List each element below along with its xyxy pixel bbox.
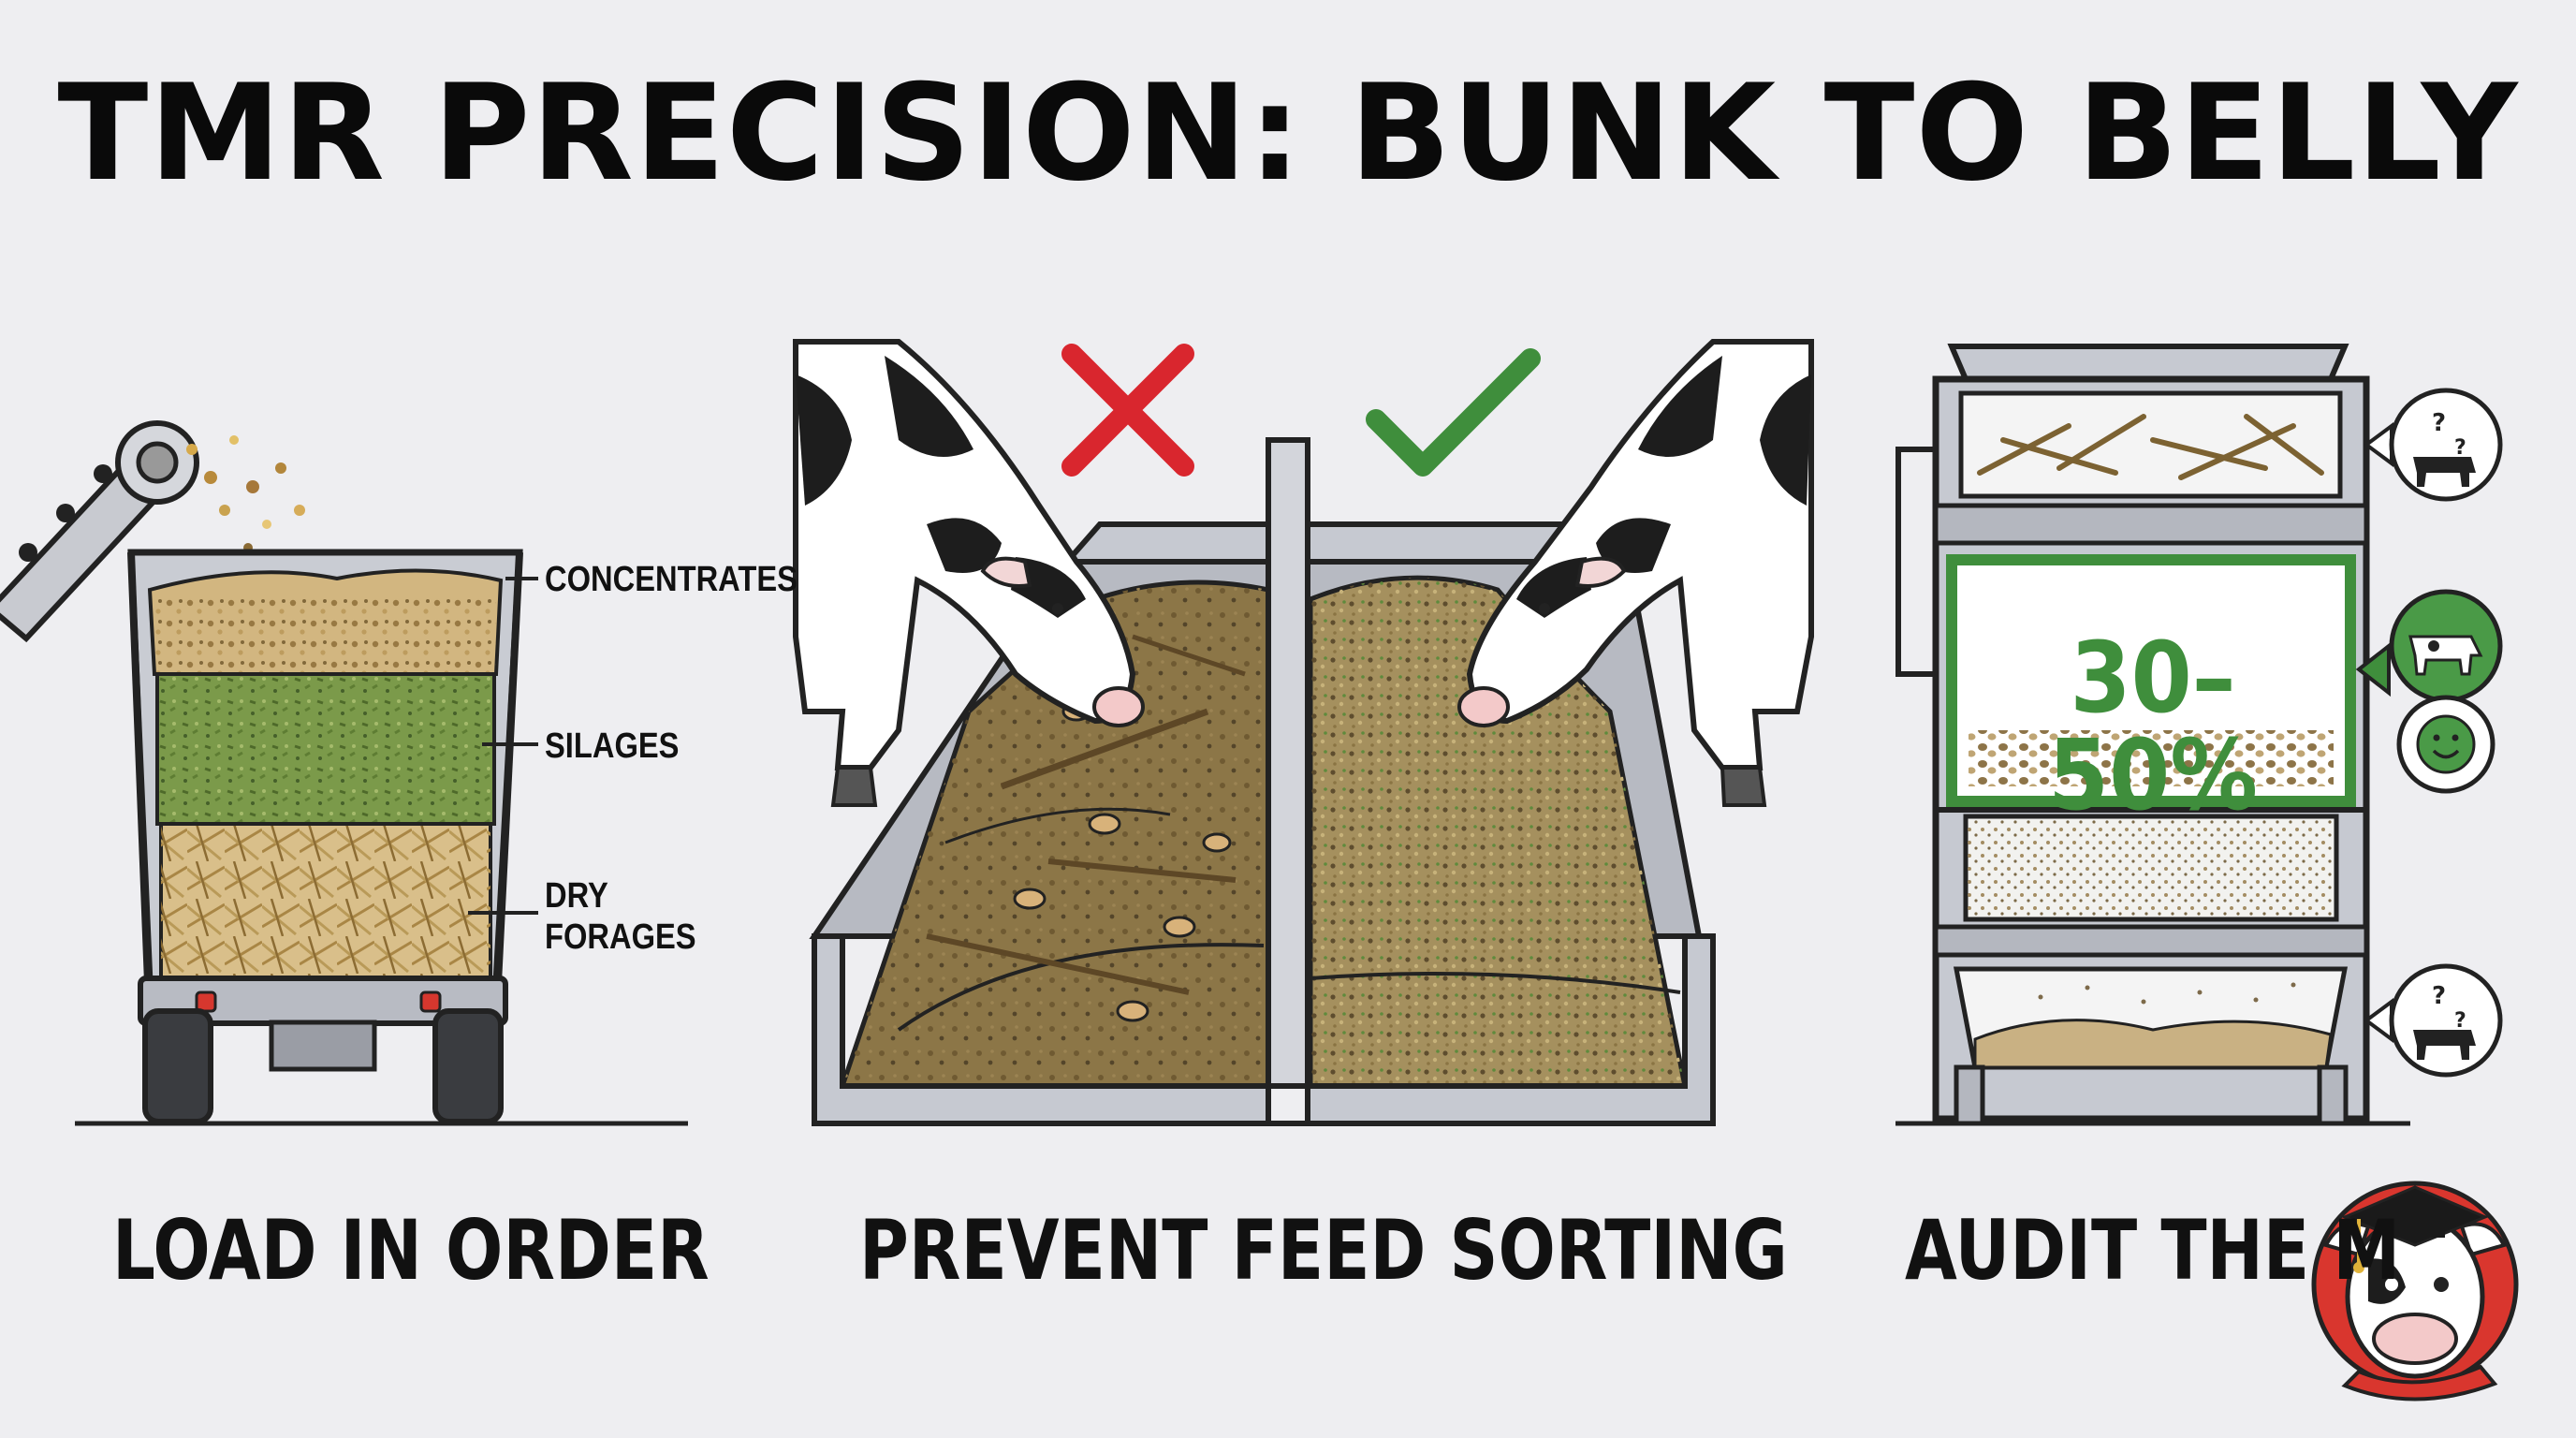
caption-load-in-order: LOAD IN ORDER bbox=[112, 1202, 710, 1299]
cow-left bbox=[793, 339, 1145, 807]
cow-icon bbox=[2355, 589, 2503, 703]
svg-text:?: ? bbox=[2454, 436, 2466, 460]
falling-grain bbox=[186, 435, 305, 567]
layer-label-silages: SILAGES bbox=[545, 726, 680, 766]
svg-text:?: ? bbox=[2432, 409, 2446, 437]
svg-text:?: ? bbox=[2432, 982, 2446, 1010]
page-title: TMR PRECISION: BUNK TO BELLY bbox=[57, 56, 2519, 211]
caption-audit: AUDIT THE M bbox=[1905, 1202, 2401, 1299]
layer-label-dry-forages: DRY FORAGES bbox=[545, 876, 696, 957]
mascot-cow-icon bbox=[2311, 1181, 2519, 1401]
sieve-target-percentage: 30–50% bbox=[2047, 621, 2259, 832]
caption-prevent-feed-sorting: PREVENT FEED SORTING bbox=[859, 1202, 1788, 1299]
particle-separator bbox=[1895, 344, 2410, 1126]
check-icon bbox=[1366, 348, 1541, 477]
mixer-truck bbox=[0, 420, 688, 1126]
cross-icon bbox=[1061, 344, 1194, 477]
cow-right bbox=[1457, 339, 1814, 807]
question-cow-icon: ? ? bbox=[2363, 963, 2503, 1078]
question-cow-icon: ? ? bbox=[2363, 388, 2503, 502]
smiley-icon bbox=[2396, 695, 2496, 794]
sorted-stems bbox=[926, 634, 1246, 1022]
svg-text:?: ? bbox=[2454, 1009, 2466, 1033]
conveyor bbox=[0, 420, 199, 643]
layer-label-concentrates: CONCENTRATES bbox=[545, 560, 798, 599]
